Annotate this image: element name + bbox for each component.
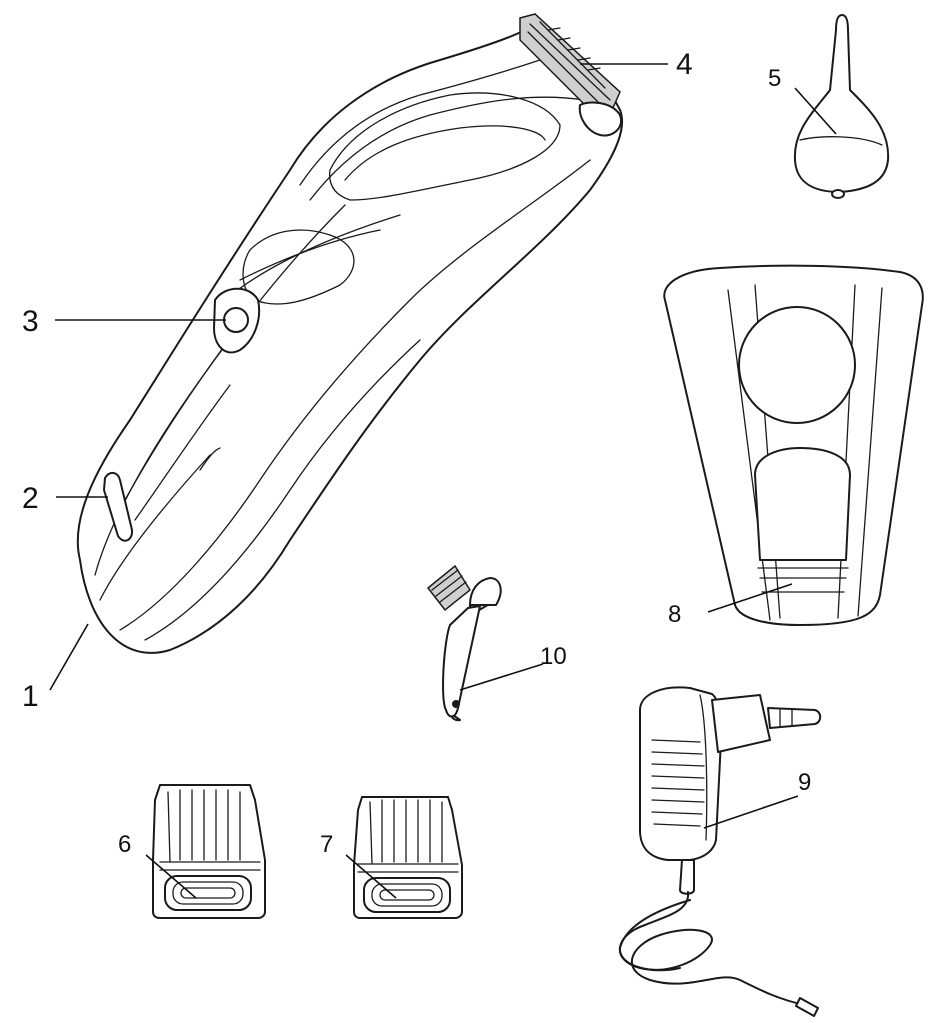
oil-bottle: [795, 15, 888, 198]
charging-stand: [664, 266, 923, 625]
callout-5: 5: [768, 65, 781, 92]
callout-8: 8: [668, 601, 681, 628]
callout-1: 1: [22, 680, 39, 713]
power-button: [224, 308, 248, 332]
comb-attachment-large: [153, 785, 265, 918]
callout-9: 9: [798, 769, 811, 796]
power-adapter: [620, 687, 820, 1016]
callout-10: 10: [540, 643, 567, 670]
callout-7: 7: [320, 831, 333, 858]
cleaning-brush: [428, 566, 501, 720]
callout-4: 4: [676, 48, 693, 81]
callout-3: 3: [22, 305, 39, 338]
clipper-body: [78, 14, 622, 653]
callout-2: 2: [22, 482, 39, 515]
comb-attachment-small: [354, 797, 462, 918]
leader-10: [460, 664, 543, 690]
leader-1: [50, 624, 88, 690]
callout-6: 6: [118, 831, 131, 858]
